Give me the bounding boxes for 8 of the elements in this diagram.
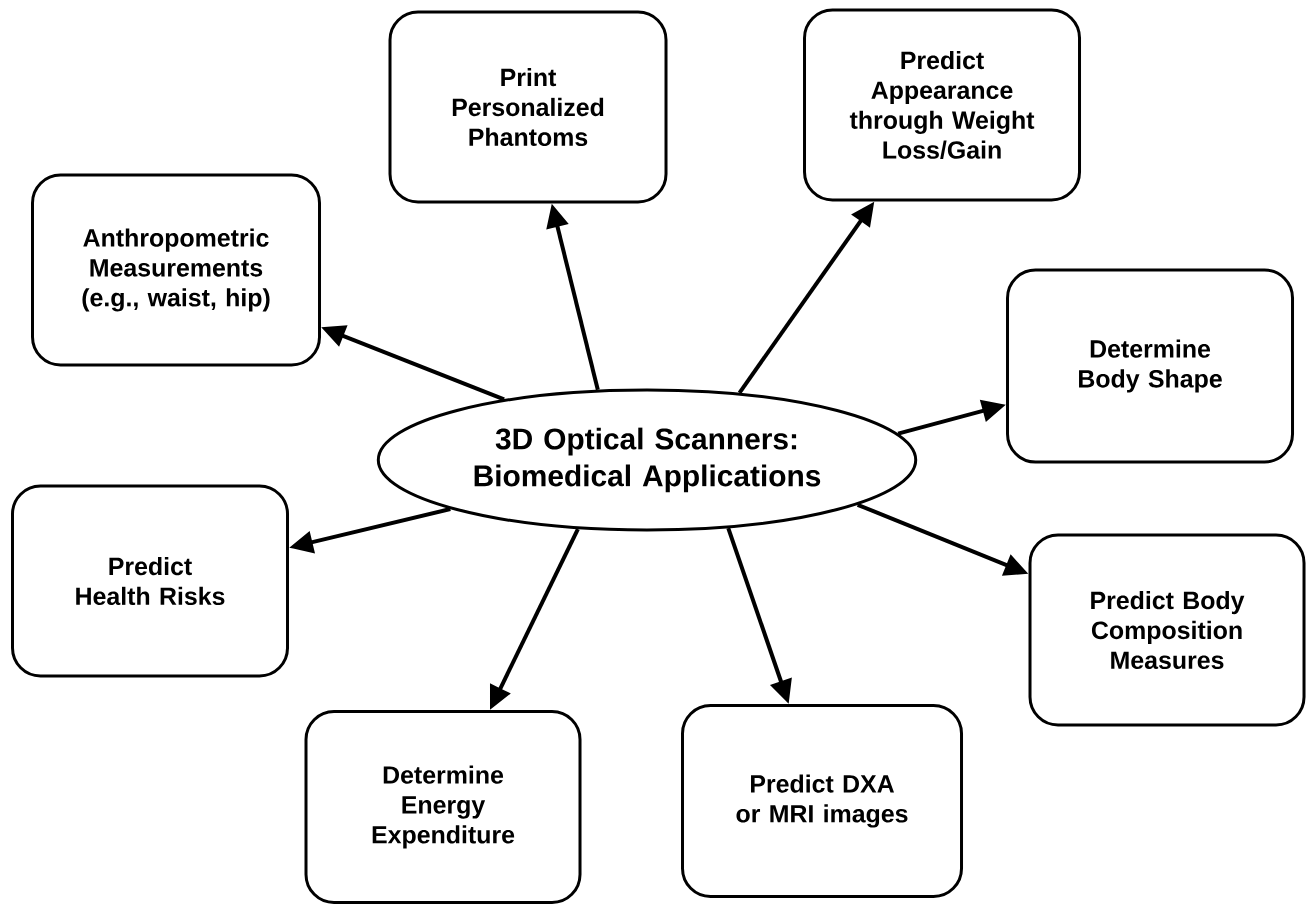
rounded-box: Determine Energy Expenditure — [304, 710, 582, 904]
rounded-box: Predict Health Risks — [11, 484, 289, 678]
rounded-box: Predict Body Composition Measures — [1028, 533, 1306, 727]
rounded-box: Determine Body Shape — [1006, 268, 1294, 464]
rounded-box: Print Personalized Phantoms — [388, 10, 668, 204]
rounded-box: Predict DXA or MRI images — [681, 704, 963, 898]
rounded-box: Anthropometric Measurements (e.g., waist, hip) — [31, 173, 321, 367]
rounded-box: Predict Appearance through Weight Loss/Gain — [803, 8, 1081, 202]
